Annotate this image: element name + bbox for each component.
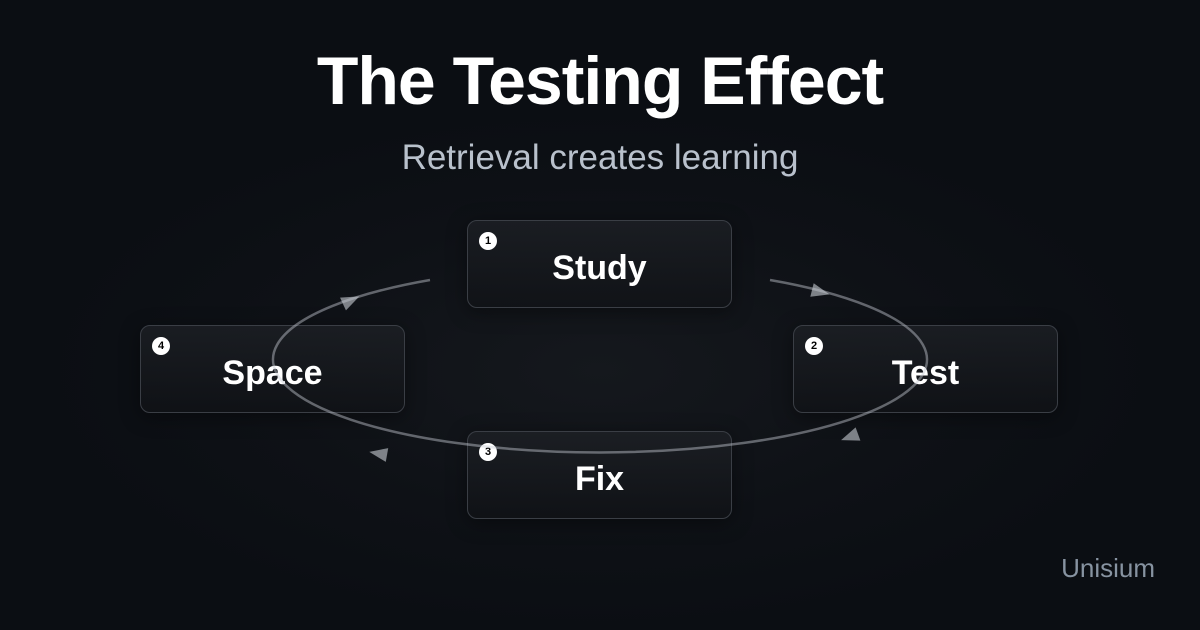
- step-number-badge: 2: [805, 337, 823, 355]
- step-test: 2 Test: [793, 325, 1058, 413]
- step-label: Space: [222, 354, 323, 392]
- step-fix: 3 Fix: [467, 431, 732, 519]
- arrowhead-icon: [810, 283, 830, 297]
- step-number-badge: 4: [152, 337, 170, 355]
- arrowhead-icon: [841, 427, 861, 441]
- step-space: 4 Space: [140, 325, 405, 413]
- step-label: Fix: [574, 460, 625, 498]
- step-study: 1 Study: [467, 220, 732, 308]
- step-label: Test: [891, 354, 960, 392]
- brand-logo-text: Unisium: [1061, 553, 1155, 583]
- step-number-badge: 1: [479, 232, 497, 250]
- arrowhead-icon: [340, 296, 360, 311]
- step-number-badge: 3: [479, 443, 497, 461]
- page-title: The Testing Effect: [316, 43, 884, 119]
- step-label: Study: [552, 249, 647, 287]
- arrowhead-icon: [369, 448, 389, 462]
- page-subtitle: Retrieval creates learning: [401, 138, 799, 177]
